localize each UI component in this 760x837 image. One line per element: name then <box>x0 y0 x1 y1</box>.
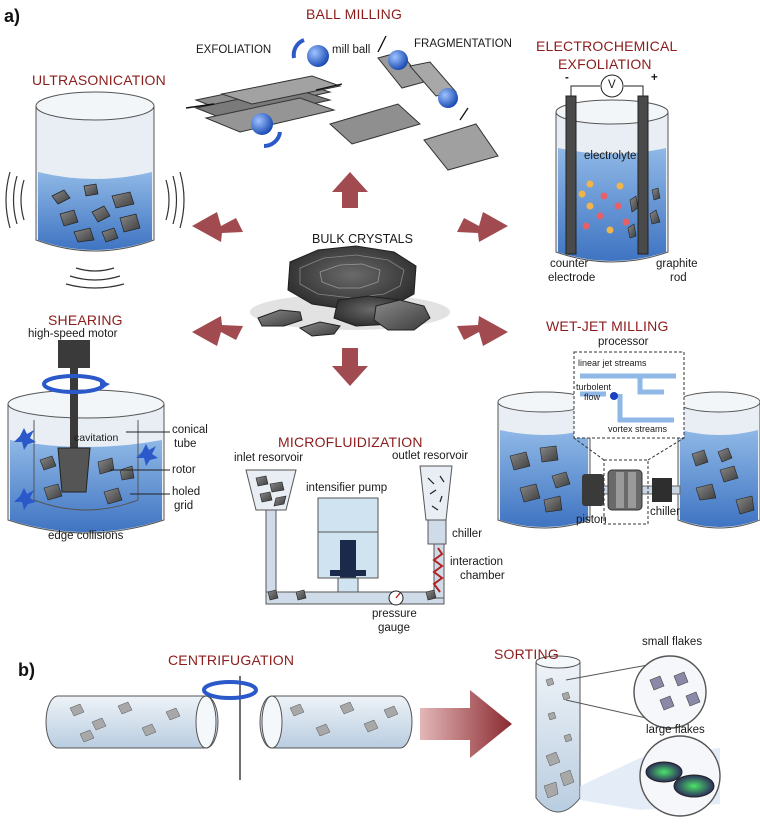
bulk-crystals-graphic <box>250 245 450 337</box>
label-pump: intensifier pump <box>306 482 388 494</box>
arrow-lower-right <box>457 316 508 346</box>
title-bulk-crystals: BULK CRYSTALS <box>312 232 413 246</box>
label-counter-1: counter <box>550 258 589 270</box>
label-holed-1: holed <box>172 486 201 498</box>
label-inlet: inlet resorvoir <box>234 452 304 464</box>
arrow-down <box>332 348 368 386</box>
label-electrolyte: electrolyte <box>584 150 637 162</box>
label-graphite-2: rod <box>670 272 687 284</box>
arrow-up <box>332 172 368 208</box>
label-wetjet-chiller: chiller <box>650 506 681 518</box>
label-interaction-1: interaction <box>450 556 504 568</box>
label-exfoliation: EXFOLIATION <box>196 44 272 56</box>
arrow-upper-right <box>457 212 508 242</box>
process-arrows <box>192 172 508 386</box>
label-conical-1: conical <box>172 424 208 436</box>
label-cavitation: cavitation <box>74 432 119 444</box>
arrow-upper-left <box>192 212 243 242</box>
label-turbolent-1: turbolent <box>576 382 612 392</box>
label-motor: high-speed motor <box>28 328 118 340</box>
label-rotor: rotor <box>172 464 196 476</box>
label-mill-ball: mill ball <box>332 44 371 56</box>
wet-jet-milling-graphic <box>497 351 760 529</box>
electrochemical-graphic <box>555 74 669 263</box>
label-turbolent-2: flow <box>584 392 601 402</box>
label-processor: processor <box>598 336 649 348</box>
label-micro-chiller: chiller <box>452 528 483 540</box>
centrifugation-graphic <box>45 676 512 780</box>
label-plus: + <box>651 72 658 84</box>
label-counter-2: electrode <box>548 272 596 284</box>
label-edge-collisions: edge collisions <box>48 530 124 542</box>
title-wet-jet-milling: WET-JET MILLING <box>546 318 669 334</box>
label-linear-jet: linear jet streams <box>578 358 647 368</box>
label-pressure-1: pressure <box>372 608 417 620</box>
title-ball-milling: BALL MILLING <box>306 6 403 22</box>
ball-milling-graphic <box>185 35 499 171</box>
label-small-flakes: small flakes <box>642 636 703 648</box>
sorting-graphic <box>535 655 721 817</box>
label-conical-2: tube <box>174 438 197 450</box>
shearing-graphic <box>7 340 170 534</box>
title-electrochemical-1: ELECTROCHEMICAL <box>536 38 678 54</box>
title-electrochemical-2: EXFOLIATION <box>558 56 652 72</box>
label-holed-2: grid <box>174 500 194 512</box>
panel-a-label: a) <box>4 6 21 26</box>
title-shearing: SHEARING <box>48 312 123 328</box>
title-centrifugation: CENTRIFUGATION <box>168 652 295 668</box>
label-graphite-1: graphite <box>656 258 698 270</box>
label-pressure-2: gauge <box>378 622 410 634</box>
panel-b-label: b) <box>18 660 35 680</box>
ultrasonication-graphic <box>5 91 185 289</box>
label-vortex: vortex streams <box>608 424 668 434</box>
label-piston: piston <box>576 514 607 526</box>
title-ultrasonication: ULTRASONICATION <box>32 72 166 88</box>
label-interaction-2: chamber <box>460 570 505 582</box>
title-sorting: SORTING <box>494 646 559 662</box>
title-microfluidization: MICROFLUIDIZATION <box>278 434 423 450</box>
arrow-lower-left <box>192 316 243 346</box>
label-outlet: outlet resorvoir <box>392 450 469 462</box>
label-minus: - <box>565 72 569 84</box>
label-large-flakes: large flakes <box>646 724 705 736</box>
voltmeter-label: V <box>608 79 616 91</box>
microfluidization-graphic <box>245 465 453 606</box>
label-fragmentation: FRAGMENTATION <box>414 38 512 50</box>
